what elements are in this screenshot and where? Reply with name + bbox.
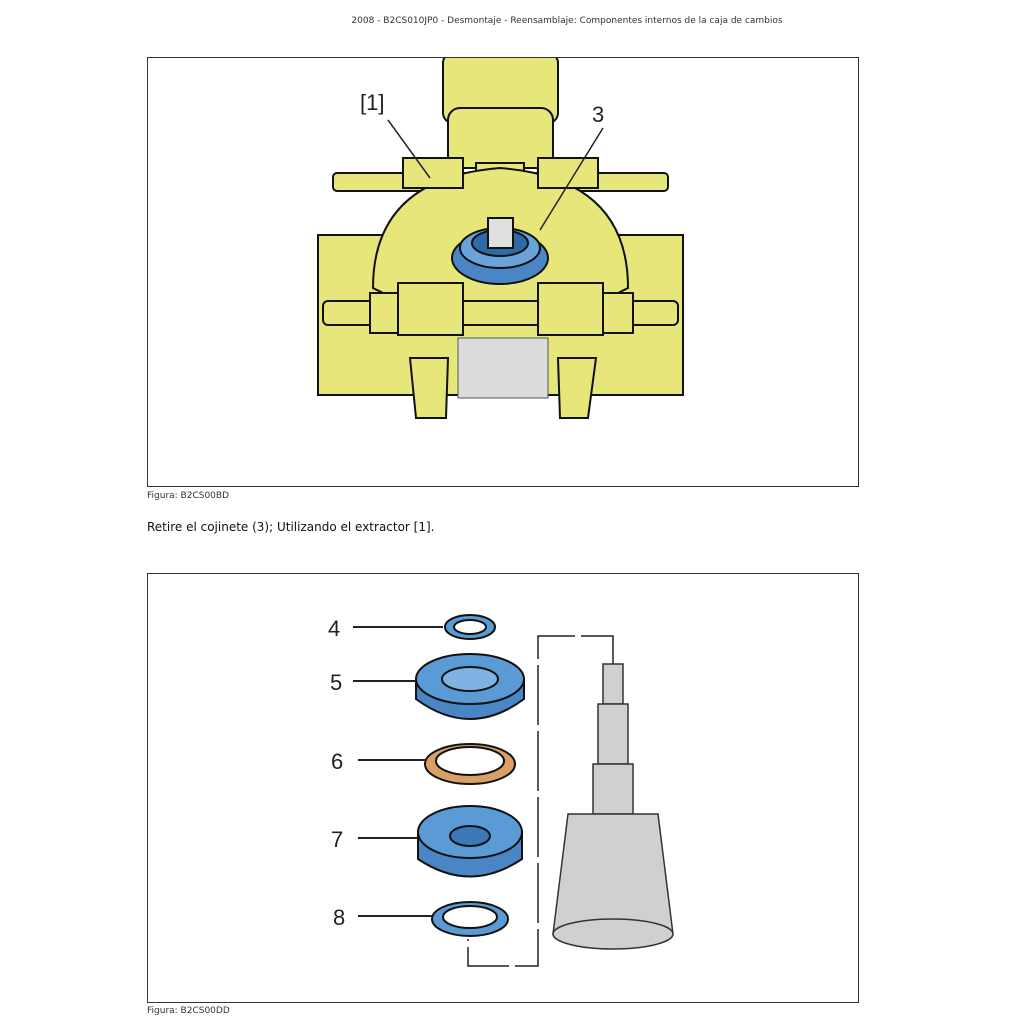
figure-bearing-puller: [1] 3 — [147, 57, 859, 487]
exploded-illustration: 4 5 6 7 8 — [328, 614, 674, 967]
right-nut — [602, 292, 634, 334]
callout-3: 3 — [592, 102, 604, 127]
header-title: 2008 - B2CS010JP0 - Desmontaje - Reensam… — [351, 16, 783, 26]
left-leg — [408, 357, 450, 419]
callout-1: [1] — [360, 90, 384, 115]
page-header: 2008 - B2CS010JP0 - Desmontaje - Reensam… — [0, 16, 1024, 26]
figure-caption: Figura: B2CS00DD — [147, 1006, 230, 1016]
callout-7: 7 — [331, 827, 343, 852]
figure-caption: Figura: B2CS00BD — [147, 491, 230, 501]
shaft-splines — [487, 217, 514, 249]
right-jaw — [537, 282, 604, 336]
callout-4: 4 — [328, 616, 340, 641]
right-clamp-top — [537, 157, 599, 189]
output-shaft — [552, 663, 674, 950]
callout-6: 6 — [331, 749, 343, 774]
puller-illustration: [1] 3 — [317, 58, 684, 419]
callout-5: 5 — [330, 670, 342, 695]
instruction-text: Retire el cojinete (3); Utilizando el ex… — [147, 520, 435, 534]
left-jaw — [397, 282, 464, 336]
callout-8: 8 — [333, 905, 345, 930]
gear-teeth — [457, 337, 549, 399]
figure-exploded-parts: 4 5 6 7 8 — [147, 573, 859, 1003]
left-nut — [369, 292, 401, 334]
left-clamp-top — [402, 157, 464, 189]
right-leg — [556, 357, 598, 419]
